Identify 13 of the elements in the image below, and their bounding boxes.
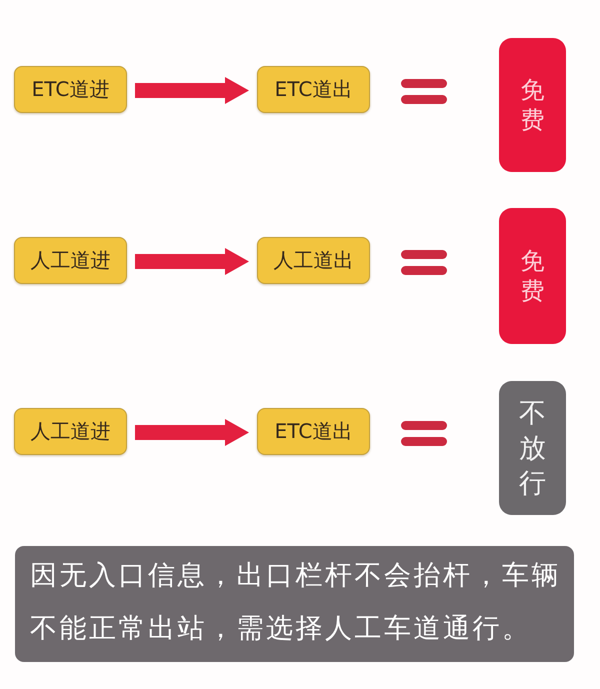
result-box: 不放行 xyxy=(499,381,566,515)
arrow xyxy=(135,419,249,446)
exit-box: ETC道出 xyxy=(257,408,370,455)
entry-box: ETC道进 xyxy=(14,66,127,113)
exit-box: ETC道出 xyxy=(257,66,370,113)
result-box: 免费 xyxy=(499,38,566,172)
note-box: 因无入口信息，出口栏杆不会抬杆，车辆不能正常出站，需选择人工车道通行。 xyxy=(15,546,574,662)
entry-box: 人工道进 xyxy=(14,408,127,455)
arrow xyxy=(135,248,249,275)
result-box: 免费 xyxy=(499,208,566,344)
arrow xyxy=(135,77,249,104)
entry-box: 人工道进 xyxy=(14,237,127,284)
exit-box: 人工道出 xyxy=(257,237,370,284)
